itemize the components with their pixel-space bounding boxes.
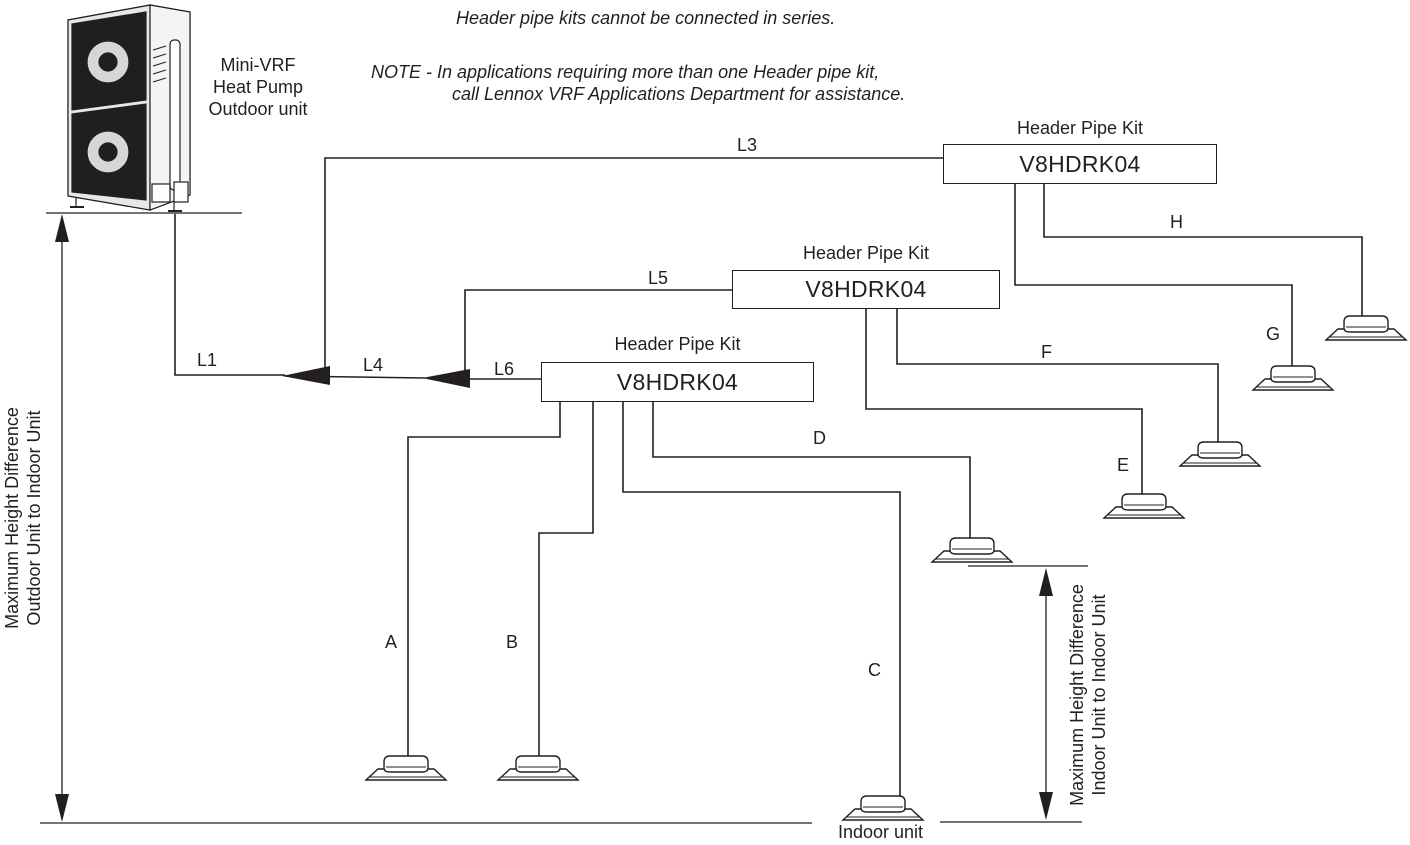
dimension-indoor-line2: Indoor Unit to Indoor Unit [1089,594,1109,796]
note-series: Header pipe kits cannot be connected in … [456,8,836,28]
indoor-unit-e [1103,493,1185,519]
pipe-l1 [174,214,285,376]
indoor-unit-g [1252,365,1334,391]
junction-arrow-2 [422,369,470,388]
indoor-unit-caption: Indoor unit [838,822,924,842]
pipe-lines [174,157,1363,800]
header-kit-2-title: Header Pipe Kit [802,243,930,263]
dimension-outdoor-line2: Outdoor Unit to Indoor Unit [24,410,44,626]
header-kit-3-box: V8HDRK04 [541,362,814,402]
dimension-outdoor-line1: Maximum Height Difference [2,407,22,629]
label-a: A [385,632,398,652]
indoor-unit-h [1325,315,1407,341]
label-l1: L1 [197,350,218,370]
indoor-unit-c [842,795,924,821]
label-g: G [1266,324,1281,344]
pipe-e [865,308,1143,498]
label-h: H [1170,212,1183,232]
indoor-unit-d [931,537,1013,563]
indoor-unit-a [365,755,447,781]
dimension-indoor-line1: Maximum Height Difference [1067,584,1087,806]
label-d: D [813,428,826,448]
pipe-b [538,400,594,760]
label-e: E [1117,455,1130,475]
pipe-g [1014,183,1293,368]
outdoor-unit-label-line3: Outdoor unit [208,99,308,119]
pipe-l5 [464,289,732,378]
header-kit-3-title: Header Pipe Kit [614,334,741,354]
pipe-h [1043,183,1363,318]
label-f: F [1041,342,1052,362]
label-b: B [506,632,519,652]
indoor-units [365,315,1407,821]
dimension-lines [40,212,1088,824]
pipe-f [896,308,1219,446]
dimension-indoor-to-indoor: Maximum Height Difference Indoor Unit to… [1066,565,1110,825]
label-l5: L5 [648,268,669,288]
note-line-1: NOTE - In applications requiring more th… [371,62,880,82]
dimension-arrowheads [55,214,1053,822]
pipe-a [407,400,561,760]
header-kit-1-title: Header Pipe Kit [1016,118,1144,138]
header-kit-2-box: V8HDRK04 [732,270,1000,309]
junction-arrow-1 [282,366,330,385]
label-l4: L4 [363,355,384,375]
label-l3: L3 [737,135,758,155]
dimension-outdoor-to-indoor: Maximum Height Difference Outdoor Unit t… [1,388,45,648]
outdoor-unit-label-line1: Mini-VRF [220,55,296,75]
outdoor-unit-icon [67,4,191,212]
label-l6: L6 [494,359,515,379]
pipe-c [622,400,901,800]
pipe-l3 [324,157,943,375]
indoor-unit-f [1179,441,1261,467]
pipe-d [652,400,971,541]
indoor-unit-b [497,755,579,781]
outdoor-unit-label: Mini-VRF Heat Pump Outdoor unit [208,54,308,120]
note-line-2: call Lennox VRF Applications Department … [452,84,906,104]
label-c: C [868,660,881,680]
header-kit-1-box: V8HDRK04 [943,144,1217,184]
outdoor-unit-label-line2: Heat Pump [212,77,304,97]
